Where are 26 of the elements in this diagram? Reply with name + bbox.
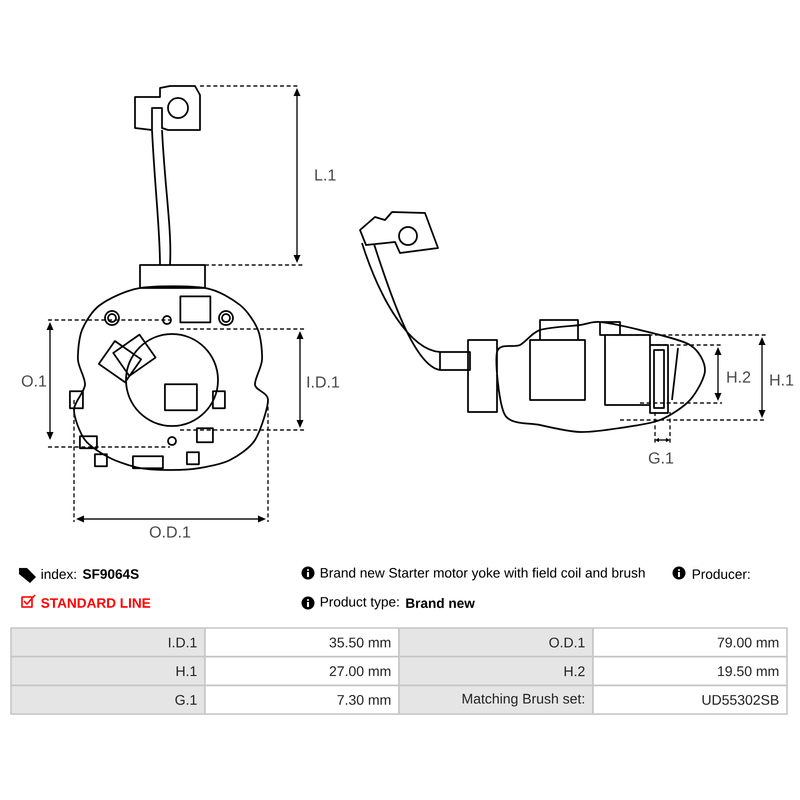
info-text: Brand new Starter motor yoke with field coil and brush (320, 568, 645, 580)
info-text: Brand new (406, 598, 475, 608)
info-text: SF9064S (82, 569, 139, 579)
table-cell: 35.50 mm (204, 627, 400, 658)
table-cell: H.2 (398, 656, 594, 686)
info-text: Producer: (692, 569, 750, 579)
dimension-label: O.D.1 (150, 526, 190, 538)
table-cell: 7.30 mm (204, 684, 400, 715)
table-cell: G.1 (10, 684, 206, 715)
dimension-label: I.D.1 (308, 376, 340, 388)
dimension-label: G.1 (648, 452, 674, 464)
dimension-label: O.1 (22, 375, 46, 387)
table-cell: O.D.1 (398, 627, 594, 658)
info-text: index: (42, 569, 76, 579)
dimension-label: L.1 (315, 170, 336, 180)
table-cell: H.1 (10, 656, 206, 686)
table-cell: 79.00 mm (592, 627, 788, 658)
table-cell: 27.00 mm (204, 656, 400, 686)
table-cell: 19.50 mm (592, 656, 788, 686)
info-text: Product type: (320, 596, 399, 610)
table-cell: UD55302SB (592, 684, 788, 715)
info-text: STANDARD LINE (41, 598, 150, 608)
table-cell: I.D.1 (10, 627, 206, 658)
dimension-label: H.1 (770, 374, 794, 386)
dimension-label: H.2 (727, 371, 750, 383)
table-cell: Matching Brush set: (398, 684, 594, 715)
